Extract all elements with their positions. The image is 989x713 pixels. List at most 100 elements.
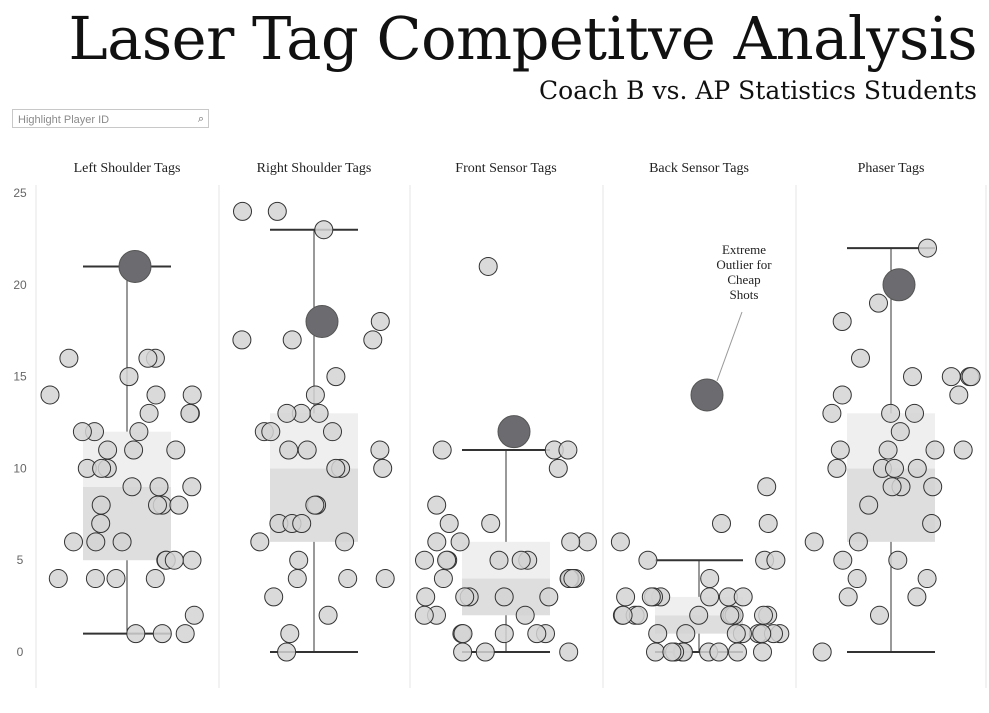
data-point[interactable] <box>838 587 858 607</box>
data-point[interactable] <box>335 532 355 552</box>
data-point[interactable] <box>180 403 200 423</box>
data-point[interactable] <box>885 458 904 478</box>
data-point[interactable] <box>166 440 186 460</box>
data-point[interactable] <box>827 458 847 478</box>
data-point[interactable] <box>289 550 309 570</box>
highlight-point[interactable] <box>690 378 724 412</box>
data-point[interactable] <box>907 587 927 607</box>
data-point[interactable] <box>905 403 924 423</box>
data-point[interactable] <box>917 569 937 589</box>
data-point[interactable] <box>169 495 189 515</box>
data-point[interactable] <box>851 348 870 368</box>
data-point[interactable] <box>676 624 696 644</box>
data-point[interactable] <box>415 550 434 570</box>
data-point[interactable] <box>638 550 658 570</box>
data-point[interactable] <box>881 403 901 423</box>
data-point[interactable] <box>92 458 112 478</box>
data-point[interactable] <box>822 403 842 423</box>
data-point[interactable] <box>146 385 166 405</box>
data-point[interactable] <box>752 624 772 644</box>
data-point[interactable] <box>949 385 969 405</box>
data-point[interactable] <box>903 367 922 387</box>
data-point[interactable] <box>106 569 126 589</box>
data-point[interactable] <box>558 440 578 460</box>
data-point[interactable] <box>148 495 167 515</box>
data-point[interactable] <box>804 532 824 552</box>
data-point[interactable] <box>375 569 395 589</box>
data-point[interactable] <box>427 532 447 552</box>
data-point[interactable] <box>515 605 535 625</box>
data-point[interactable] <box>326 367 346 387</box>
data-point[interactable] <box>494 624 514 644</box>
data-point[interactable] <box>149 477 169 497</box>
data-point[interactable] <box>559 642 579 662</box>
data-point[interactable] <box>277 642 297 662</box>
data-point[interactable] <box>297 440 317 460</box>
data-point[interactable] <box>812 642 832 662</box>
data-point[interactable] <box>830 440 850 460</box>
data-point[interactable] <box>754 605 773 625</box>
data-point[interactable] <box>511 550 531 570</box>
highlight-point[interactable] <box>118 249 152 283</box>
data-point[interactable] <box>91 513 111 533</box>
data-point[interactable] <box>890 422 910 442</box>
data-point[interactable] <box>326 458 346 478</box>
data-point[interactable] <box>641 587 661 607</box>
data-point[interactable] <box>72 422 92 442</box>
data-point[interactable] <box>613 605 633 625</box>
data-point[interactable] <box>129 422 149 442</box>
data-point[interactable] <box>847 569 867 589</box>
data-point[interactable] <box>175 624 195 644</box>
data-point[interactable] <box>233 201 252 221</box>
data-point[interactable] <box>563 569 583 589</box>
data-point[interactable] <box>923 477 943 497</box>
data-point[interactable] <box>184 605 204 625</box>
data-point[interactable] <box>888 550 908 570</box>
data-point[interactable] <box>138 348 158 368</box>
data-point[interactable] <box>450 532 470 552</box>
data-point[interactable] <box>318 605 338 625</box>
data-point[interactable] <box>282 330 302 350</box>
data-point[interactable] <box>961 367 981 387</box>
data-point[interactable] <box>145 569 165 589</box>
data-point[interactable] <box>338 569 358 589</box>
data-point[interactable] <box>182 477 202 497</box>
data-point[interactable] <box>712 513 731 533</box>
data-point[interactable] <box>453 624 473 644</box>
search-icon[interactable]: ⌕ <box>197 112 204 125</box>
data-point[interactable] <box>48 569 68 589</box>
data-point[interactable] <box>427 495 447 515</box>
data-point[interactable] <box>753 642 772 662</box>
highlight-point[interactable] <box>882 268 916 302</box>
data-point[interactable] <box>561 532 581 552</box>
data-point[interactable] <box>433 569 453 589</box>
data-point[interactable] <box>437 550 457 570</box>
data-point[interactable] <box>832 385 852 405</box>
data-point[interactable] <box>953 440 973 460</box>
data-point[interactable] <box>280 624 300 644</box>
data-point[interactable] <box>907 458 927 478</box>
data-point[interactable] <box>264 587 284 607</box>
data-point[interactable] <box>373 458 393 478</box>
data-point[interactable] <box>279 440 299 460</box>
data-point[interactable] <box>122 477 142 497</box>
data-point[interactable] <box>758 513 778 533</box>
data-point[interactable] <box>832 312 852 332</box>
data-point[interactable] <box>918 238 937 258</box>
data-point[interactable] <box>363 330 383 350</box>
data-point[interactable] <box>432 440 452 460</box>
data-point[interactable] <box>439 513 459 533</box>
data-point[interactable] <box>922 513 942 533</box>
data-point[interactable] <box>577 532 597 552</box>
data-point[interactable] <box>277 403 297 423</box>
data-point[interactable] <box>869 293 888 313</box>
data-point[interactable] <box>261 422 281 442</box>
data-point[interactable] <box>126 624 146 644</box>
data-point[interactable] <box>292 513 312 533</box>
data-point[interactable] <box>616 587 636 607</box>
data-point[interactable] <box>182 550 202 570</box>
data-point[interactable] <box>40 385 60 405</box>
data-point[interactable] <box>709 642 729 662</box>
data-point[interactable] <box>323 422 342 442</box>
data-point[interactable] <box>164 550 184 570</box>
